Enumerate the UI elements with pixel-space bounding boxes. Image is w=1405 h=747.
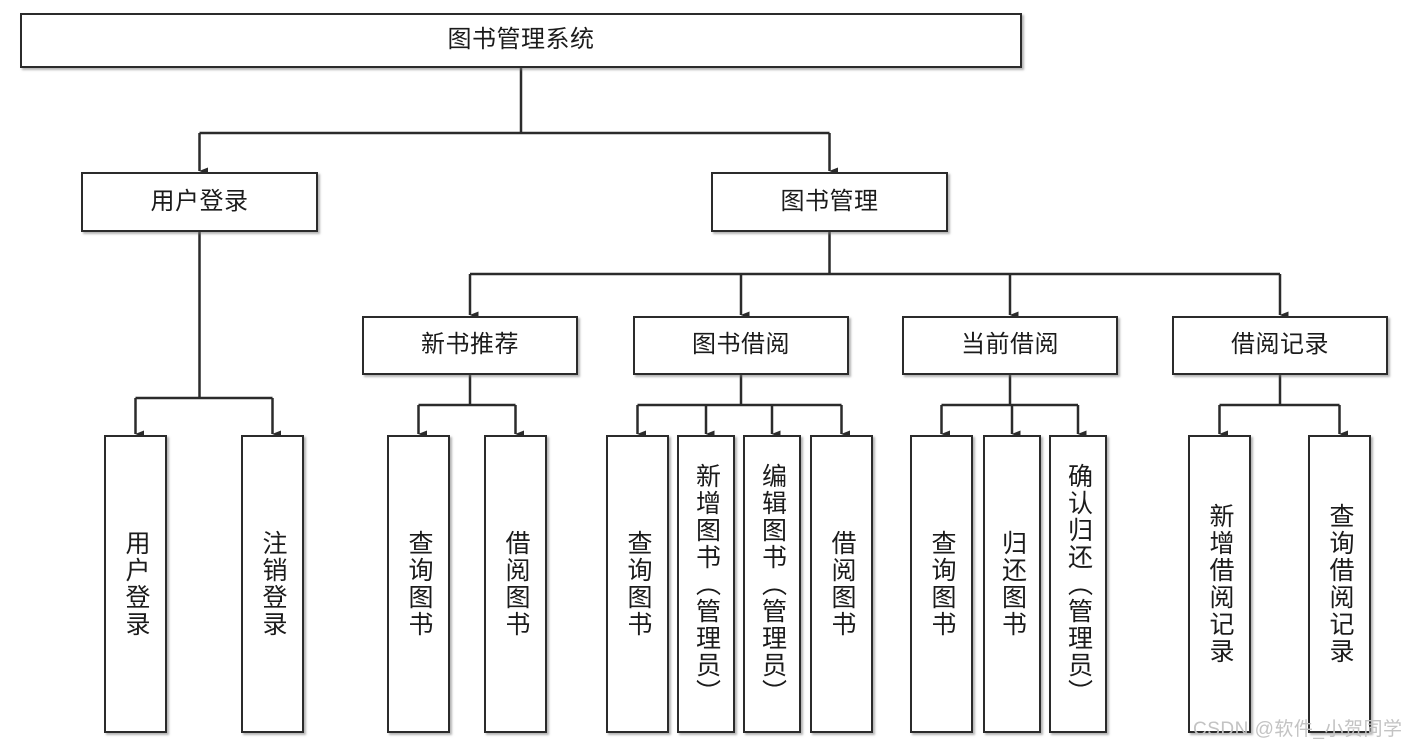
node-book-manage[interactable]: 图书管理 (711, 172, 948, 232)
node-leaf-query-record[interactable]: 查询借阅记录 (1308, 435, 1371, 733)
node-leaf-return-book[interactable]: 归还图书 (983, 435, 1041, 733)
node-label-leaf-query-book-3: 查询图书 (928, 530, 956, 638)
node-label-leaf-query-book-1: 查询图书 (405, 530, 433, 638)
node-label-leaf-query-book-2: 查询图书 (624, 530, 652, 638)
node-leaf-add-book[interactable]: 新增图书（管理员） (677, 435, 735, 733)
node-label-leaf-query-record: 查询借阅记录 (1326, 503, 1354, 665)
node-borrow-record[interactable]: 借阅记录 (1172, 316, 1388, 375)
node-leaf-confirm-return[interactable]: 确认归还（管理员） (1049, 435, 1107, 733)
node-label-leaf-add-record: 新增借阅记录 (1206, 503, 1234, 665)
node-new-book-rec[interactable]: 新书推荐 (362, 316, 578, 375)
node-current-borrow[interactable]: 当前借阅 (902, 316, 1118, 375)
node-leaf-user-login[interactable]: 用户登录 (104, 435, 167, 733)
node-label-current-borrow: 当前借阅 (961, 331, 1059, 359)
node-label-leaf-return-book: 归还图书 (998, 530, 1027, 638)
node-leaf-query-book-2[interactable]: 查询图书 (606, 435, 669, 733)
node-user-login[interactable]: 用户登录 (81, 172, 318, 232)
node-label-book-manage: 图书管理 (780, 187, 879, 215)
node-book-borrow[interactable]: 图书借阅 (633, 316, 849, 375)
node-label-borrow-record: 借阅记录 (1231, 331, 1329, 359)
connector-lines (134, 68, 1349, 438)
node-leaf-borrow-book-2[interactable]: 借阅图书 (810, 435, 873, 733)
node-label-leaf-add-book: 新增图书（管理员） (692, 462, 721, 706)
node-label-leaf-logout: 注销登录 (259, 530, 287, 638)
node-root[interactable]: 图书管理系统 (20, 13, 1022, 68)
node-label-user-login: 用户登录 (150, 187, 249, 215)
node-label-new-book-rec: 新书推荐 (421, 331, 519, 359)
node-label-leaf-edit-book: 编辑图书（管理员） (758, 462, 787, 706)
node-leaf-add-record[interactable]: 新增借阅记录 (1188, 435, 1251, 733)
node-leaf-query-book-3[interactable]: 查询图书 (910, 435, 973, 733)
node-label-root: 图书管理系统 (447, 26, 595, 54)
node-leaf-edit-book[interactable]: 编辑图书（管理员） (743, 435, 801, 733)
node-label-leaf-borrow-book-1: 借阅图书 (502, 530, 530, 638)
node-label-book-borrow: 图书借阅 (692, 331, 790, 359)
node-label-leaf-borrow-book-2: 借阅图书 (828, 530, 856, 638)
node-leaf-borrow-book-1[interactable]: 借阅图书 (484, 435, 547, 733)
node-label-leaf-confirm-return: 确认归还（管理员） (1064, 462, 1093, 706)
node-leaf-logout[interactable]: 注销登录 (241, 435, 304, 733)
node-label-leaf-user-login: 用户登录 (122, 530, 150, 638)
node-leaf-query-book-1[interactable]: 查询图书 (387, 435, 450, 733)
